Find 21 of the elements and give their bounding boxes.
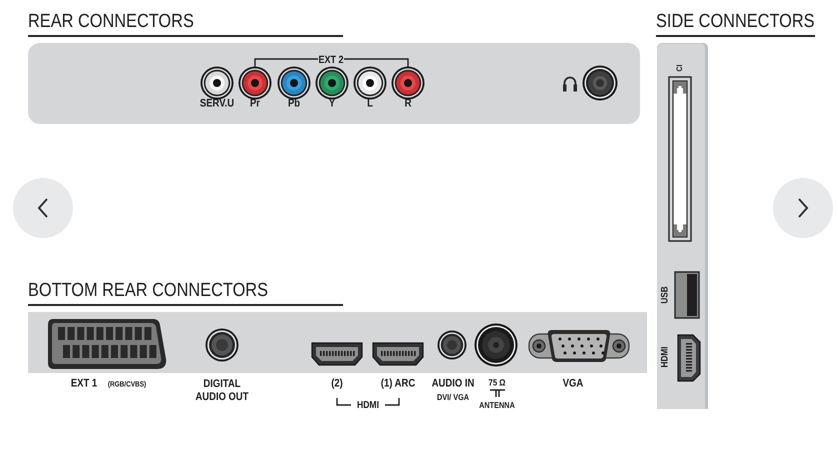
connector-label: CI	[676, 64, 684, 72]
connector-label: DVI/ VGA	[436, 392, 470, 402]
connector-label: VGA	[562, 378, 584, 390]
bracket-label: EXT 2	[318, 54, 344, 66]
connector-label: Pb	[288, 98, 300, 110]
connector-label: R	[404, 98, 412, 110]
connector-label: DIGITAL AUDIO OUT	[194, 378, 250, 404]
bracket-label: HDMI	[357, 401, 379, 411]
connector-label: L	[367, 98, 373, 110]
connector-label: AUDIO IN	[432, 378, 474, 390]
connector-label: Y	[328, 98, 336, 110]
section-heading: BOTTOM REAR CONNECTORS	[28, 280, 268, 302]
connector-label: EXT 1	[70, 378, 98, 390]
section-heading: REAR CONNECTORS	[28, 11, 194, 33]
connector-label: HDMI	[660, 346, 670, 368]
connector-label: 75 Ω	[488, 378, 506, 388]
connector-label: ANTENNA	[479, 400, 515, 410]
connector-label: USB	[660, 286, 670, 304]
connector-label: SERV.U	[200, 98, 234, 110]
connector-label: Pr	[250, 98, 260, 110]
section-heading: SIDE CONNECTORS	[656, 11, 815, 33]
